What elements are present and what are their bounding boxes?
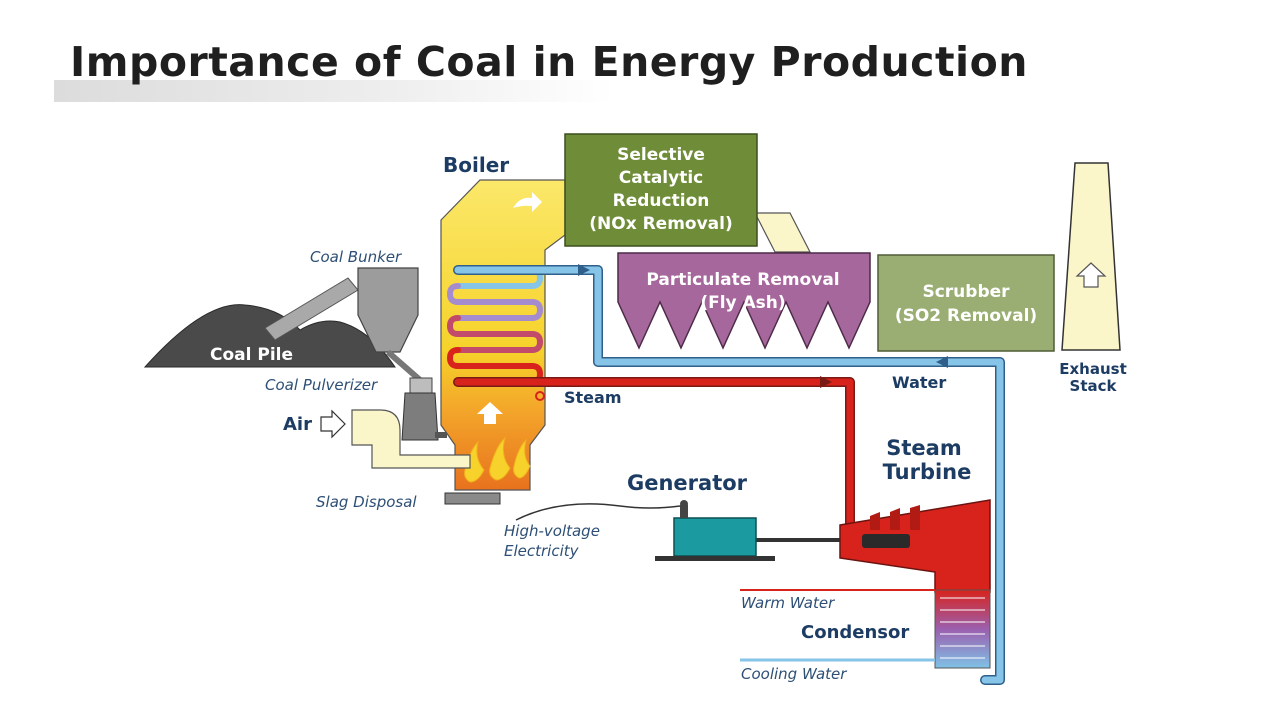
title-underline-bar: [54, 80, 614, 102]
curved-arrow-icon: [513, 192, 542, 212]
generator-label: Generator: [627, 471, 748, 495]
condenser: [934, 589, 991, 669]
coal-pulverizer-label: Coal Pulverizer: [265, 376, 378, 394]
scr-box: [564, 133, 758, 247]
steam-pipe: [453, 377, 855, 535]
slag-tray: [444, 492, 501, 505]
particulate-label-1: Particulate Removal: [646, 270, 839, 290]
coal-pulverizer: [401, 377, 447, 441]
cursor-marker: [535, 391, 545, 401]
flame-icon: [464, 436, 531, 483]
up-arrow-icon: [477, 402, 503, 424]
electricity-wire: [515, 503, 681, 521]
water-pipe: [453, 265, 1005, 685]
water-arrow-icon: [936, 356, 948, 368]
up-arrow-icon: [1075, 262, 1107, 288]
steam-turbine-label-2: Turbine: [883, 460, 972, 484]
coal-bunker: [357, 267, 422, 383]
scr-label-2: Catalytic: [619, 168, 704, 188]
exhaust-label-2: Stack: [1070, 377, 1118, 395]
hv-label-1: High-voltage: [504, 522, 600, 540]
scrubber-label-1: Scrubber: [922, 282, 1010, 302]
air-duct: [351, 409, 471, 469]
slag-disposal-label: Slag Disposal: [316, 493, 417, 511]
air-label: Air: [283, 414, 312, 435]
warm-water-label: Warm Water: [741, 594, 835, 612]
particulate-label-2: (Fly Ash): [700, 293, 785, 313]
slide-title: Importance of Coal in Energy Production: [70, 38, 1028, 86]
scr-label-4: (NOx Removal): [589, 214, 733, 234]
coal-pile: [143, 304, 396, 368]
air-arrow-icon: [320, 409, 346, 439]
exhaust-label-1: Exhaust: [1059, 360, 1127, 378]
condensor-label: Condensor: [801, 622, 909, 643]
water-label: Water: [892, 373, 946, 392]
scr-label-3: Reduction: [613, 191, 710, 211]
steam-arrow-icon: [820, 376, 832, 388]
coal-pile-label: Coal Pile: [210, 345, 293, 365]
cooling-water-label: Cooling Water: [741, 665, 847, 683]
flue-duct: [754, 212, 811, 253]
coal-bunker-label: Coal Bunker: [310, 248, 402, 266]
scrubber-box: [877, 254, 1055, 352]
hv-label-2: Electricity: [504, 542, 580, 560]
steam-turbine-label-1: Steam: [886, 436, 961, 460]
water-arrow-icon: [578, 264, 590, 276]
scr-label-1: Selective: [617, 145, 705, 165]
boiler-label: Boiler: [443, 153, 509, 177]
steam-label: Steam: [564, 388, 622, 407]
particulate-box: [617, 252, 871, 350]
exhaust-stack: [1061, 162, 1121, 351]
steam-turbine: [839, 499, 991, 593]
scrubber-label-2: (SO2 Removal): [895, 306, 1037, 326]
boiler-coils: [446, 267, 544, 385]
